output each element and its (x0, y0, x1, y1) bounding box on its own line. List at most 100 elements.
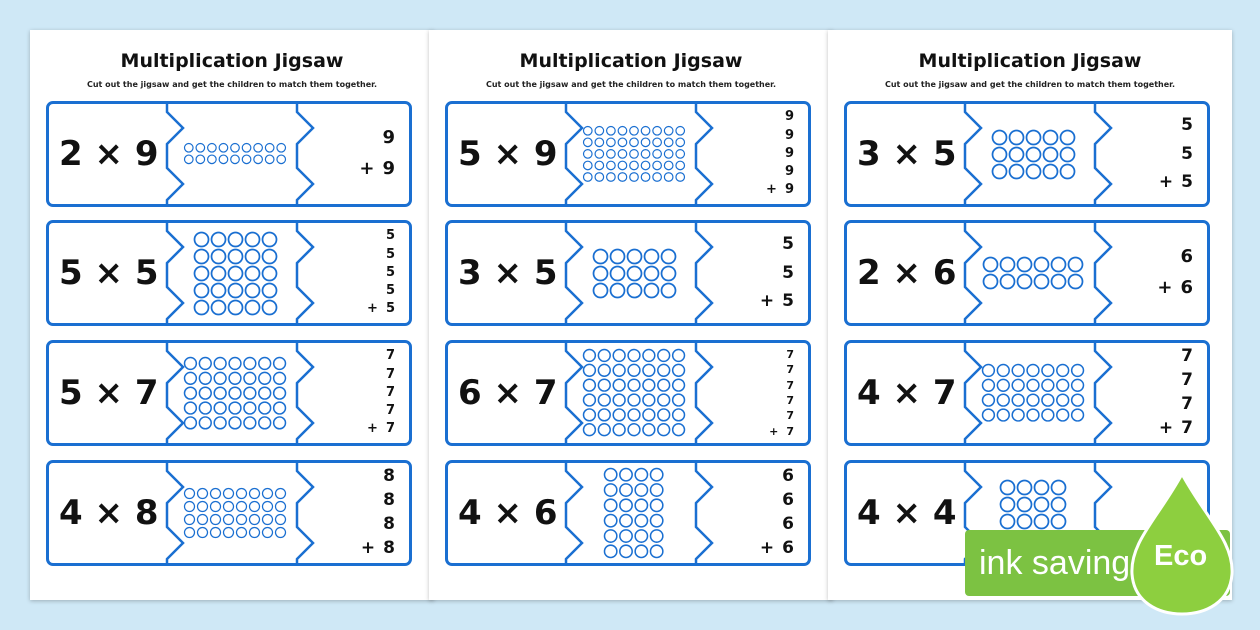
array-circle (261, 282, 277, 298)
array-circle (258, 371, 272, 385)
array-circle (261, 248, 277, 264)
array-circle (1041, 393, 1055, 408)
addend-value: 8 (383, 490, 395, 511)
array-circle (652, 160, 662, 171)
array-circle (227, 299, 243, 315)
array-circle (597, 393, 611, 408)
array-circle (629, 126, 639, 136)
addend-value: 7 (1181, 346, 1193, 367)
addend-value: 5 (1181, 143, 1193, 164)
array-circle (582, 364, 597, 378)
array-circle (594, 137, 605, 148)
array-circle (228, 386, 242, 400)
addend-value: 6 (1180, 277, 1193, 298)
worksheet-instructions: Cut out the jigsaw and get the children … (485, 80, 777, 89)
circle-array (991, 129, 1075, 179)
addend-row: 6 (782, 513, 794, 537)
array-circle (210, 282, 226, 298)
addend-row: 7 (786, 393, 794, 408)
addend-value: 5 (782, 291, 794, 312)
addend-row: 5 (782, 259, 794, 288)
array-circle (213, 386, 227, 400)
addend-row: 7 (386, 347, 395, 365)
addend-value: 7 (1181, 370, 1193, 391)
array-circle (213, 356, 227, 370)
array-circle (991, 163, 1007, 179)
array-circle (619, 544, 634, 559)
array-circle (1070, 408, 1085, 422)
array-circle (597, 408, 611, 422)
array-circle (235, 500, 248, 513)
array-circle (626, 282, 642, 298)
addend-row: 5 (386, 246, 395, 264)
array-circle (1050, 479, 1067, 496)
plus-sign: + (1158, 417, 1174, 438)
array-circle (619, 483, 634, 497)
array-circle (996, 364, 1010, 378)
array-circle (258, 386, 272, 400)
plus-sign: + (360, 537, 376, 558)
addend-row: 9 (785, 127, 794, 145)
array-circle (642, 378, 656, 393)
array-circle (657, 364, 671, 378)
array-circle (629, 172, 639, 182)
array-circle (675, 172, 686, 182)
jigsaw-cut-lines (963, 223, 1113, 323)
addend-value: 7 (385, 384, 395, 400)
addend-value: 5 (782, 233, 794, 254)
array-circle (671, 408, 686, 422)
array-circle (629, 137, 639, 148)
addend-row: +5 (1159, 168, 1193, 197)
addend-row: 5 (782, 230, 794, 259)
equation-text: 4 × 7 (857, 373, 957, 413)
array-circle (261, 513, 274, 526)
array-circle (1067, 273, 1084, 290)
array-circle (1026, 393, 1040, 408)
array-circle (612, 408, 626, 422)
array-circle (634, 483, 649, 497)
array-circle (627, 393, 641, 408)
array-circle (1033, 256, 1050, 273)
addend-value: 5 (385, 301, 395, 317)
array-circle (606, 160, 616, 171)
array-circle (991, 146, 1007, 162)
array-circle (1070, 364, 1085, 378)
array-circle (1059, 146, 1075, 162)
addend-value: 7 (786, 363, 794, 377)
array-circle (243, 416, 257, 430)
array-circle (629, 149, 639, 159)
array-circle (675, 149, 686, 159)
array-circle (213, 416, 227, 430)
array-circle (1059, 129, 1075, 145)
array-circle (652, 149, 662, 159)
array-circle (996, 378, 1010, 393)
plus-sign: + (367, 301, 378, 317)
addend-value: 7 (385, 403, 395, 419)
array-circle (248, 500, 261, 513)
array-circle (183, 356, 198, 370)
jigsaw-cut-lines (165, 343, 315, 443)
array-circle (213, 401, 227, 415)
array-circle (209, 513, 222, 526)
array-circle (227, 282, 243, 298)
array-circle (1056, 364, 1070, 378)
array-circle (248, 513, 261, 526)
array-circle (652, 137, 662, 148)
circle-array (582, 126, 686, 182)
array-circle (1042, 129, 1058, 145)
addend-row: 7 (1181, 393, 1193, 417)
array-circle (1011, 393, 1025, 408)
array-circle (1042, 163, 1058, 179)
addend-value: 8 (383, 537, 395, 558)
array-circle (999, 273, 1016, 290)
array-circle (642, 423, 656, 437)
array-circle (209, 526, 222, 539)
array-circle (629, 160, 639, 171)
